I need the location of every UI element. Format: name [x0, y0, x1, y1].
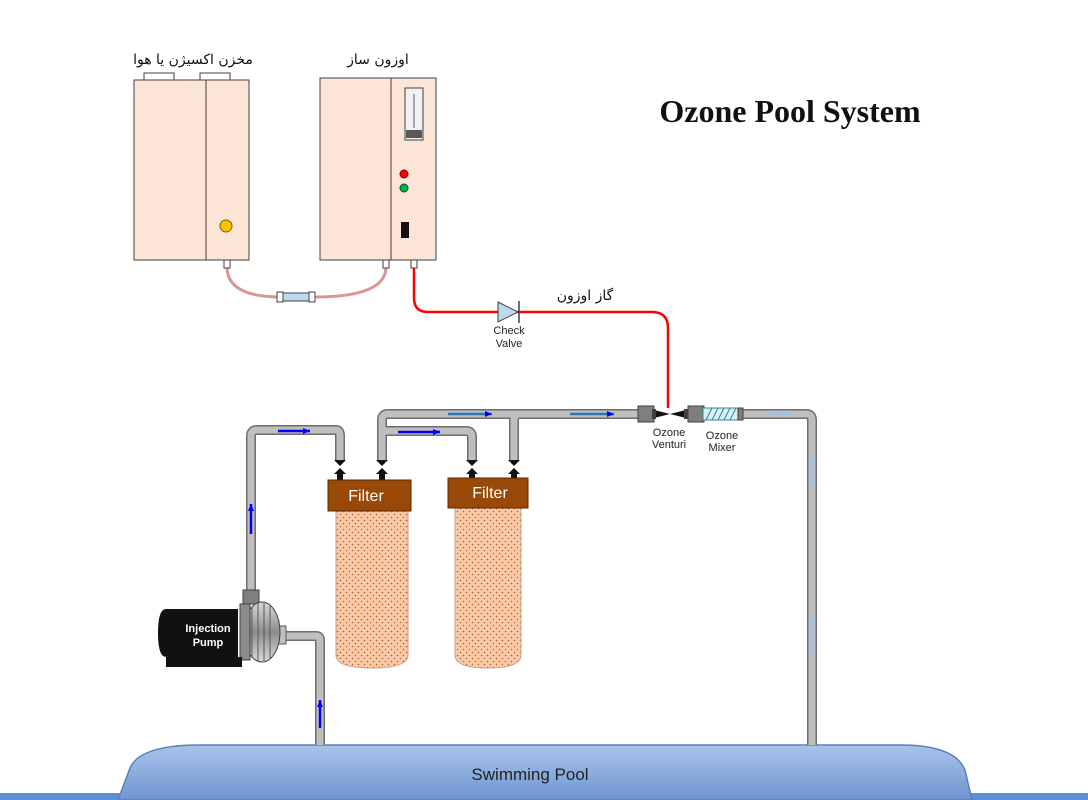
pool-label: Swimming Pool — [471, 765, 588, 784]
ozone-mixer: Ozone Mixer — [687, 405, 744, 454]
pump-label-line1: Injection — [185, 623, 231, 635]
injection-pump[interactable]: Injection Pump — [158, 589, 287, 667]
mixer-label-line2: Mixer — [709, 442, 736, 454]
check-valve-label-line1: Check — [493, 325, 525, 337]
valve-icon — [376, 460, 388, 482]
oxygen-tank-label: مخزن اکسیژن یا هوا — [133, 52, 253, 68]
ozone-gas-label: گاز اوزون — [557, 287, 614, 304]
oxygen-tank: مخزن اکسیژن یا هوا — [133, 52, 253, 261]
check-valve: Check Valve — [493, 301, 525, 350]
flowmeter-icon — [404, 87, 424, 141]
filter-2-label: Filter — [472, 485, 508, 502]
ozone-generator: اوزون ساز — [319, 52, 437, 261]
indicator-green-icon — [399, 183, 409, 193]
indicator-red-icon — [399, 169, 409, 179]
water-pipes — [246, 409, 817, 745]
pump-label-line2: Pump — [193, 637, 224, 649]
air-tube — [223, 257, 418, 303]
power-switch-icon[interactable] — [401, 222, 409, 238]
ozone-gas-line: گاز اوزون — [412, 266, 670, 408]
filter-1: Filter — [327, 479, 412, 669]
mixer-label-line1: Ozone — [706, 430, 738, 442]
venturi-label-line1: Ozone — [653, 427, 685, 439]
inline-filter-icon — [282, 292, 310, 302]
ozone-generator-label: اوزون ساز — [346, 52, 409, 68]
filter-2: Filter — [447, 477, 529, 669]
page-title: Ozone Pool System — [659, 93, 921, 129]
valve-icon — [334, 460, 346, 482]
check-valve-label-line2: Valve — [496, 338, 523, 350]
filter-1-label: Filter — [348, 488, 384, 505]
swimming-pool: Swimming Pool — [0, 744, 1088, 800]
ozone-venturi: Ozone Venturi — [637, 405, 688, 451]
indicator-yellow-icon — [219, 219, 233, 233]
flow-arrows — [248, 411, 815, 728]
venturi-label-line2: Venturi — [652, 439, 686, 451]
